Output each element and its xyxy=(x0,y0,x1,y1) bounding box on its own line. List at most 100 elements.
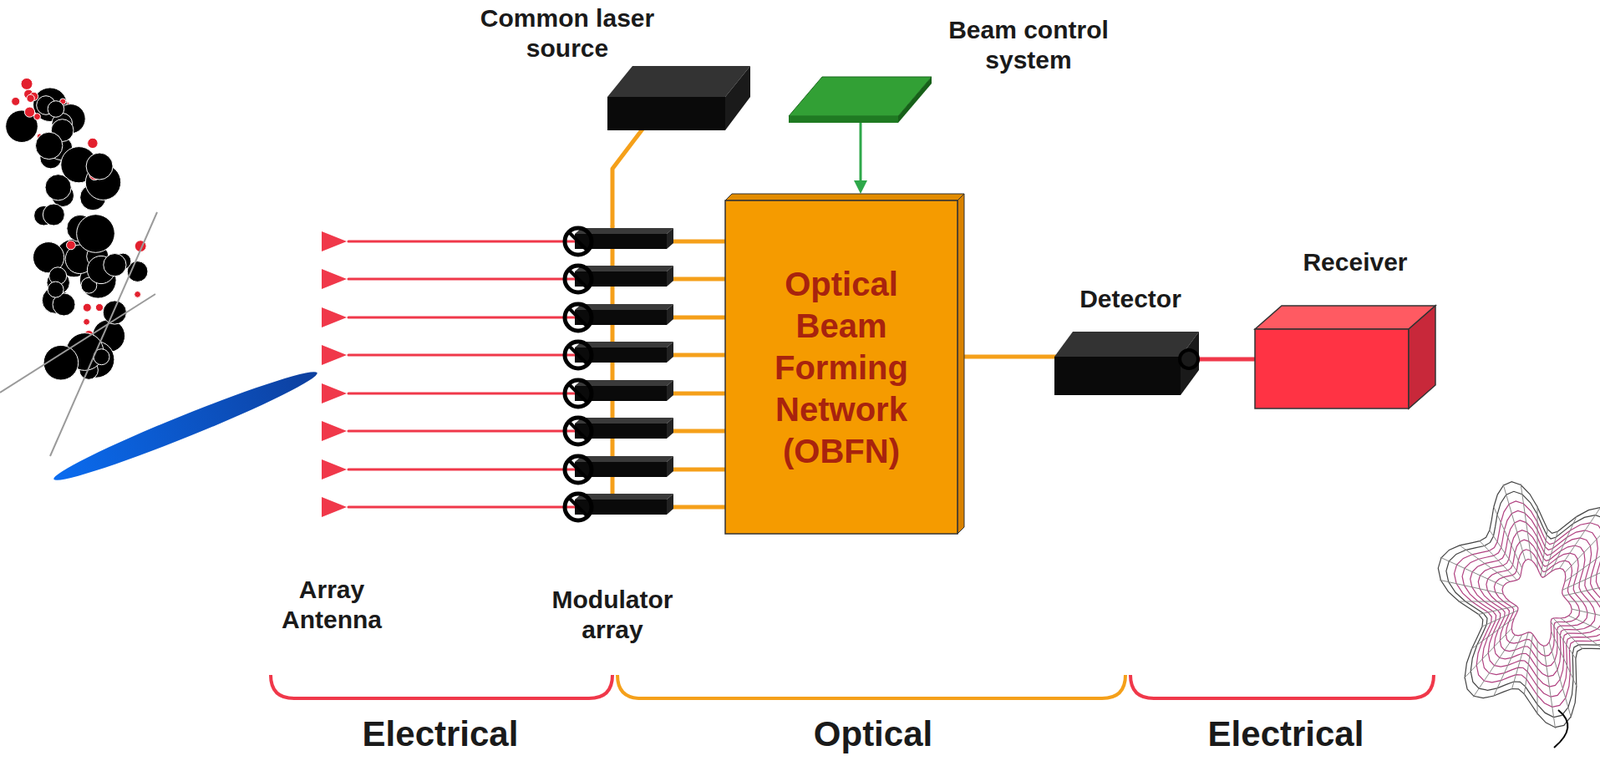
box-title: Optical Beam Forming Network (OBFN) xyxy=(753,263,930,473)
mesh-line xyxy=(1564,544,1600,582)
modulator-array: Modulator array xyxy=(559,225,674,519)
antenna-array: Array Antenna xyxy=(320,230,349,519)
scatter-dot xyxy=(35,132,63,159)
scatter-dot xyxy=(134,291,142,299)
connector xyxy=(348,241,575,508)
scatter-dot xyxy=(24,106,35,117)
mesh-ring xyxy=(1446,491,1600,717)
mesh-line xyxy=(1463,628,1512,679)
scatter-dot xyxy=(83,318,91,326)
mesh-line xyxy=(1569,615,1600,643)
wire xyxy=(673,353,726,358)
obfn-box: Optical Beam Forming Network (OBFN) xyxy=(725,193,965,534)
beam-control-board-shape xyxy=(788,76,932,123)
mesh-line xyxy=(1563,585,1600,597)
ray-line xyxy=(50,212,158,457)
mesh-ring xyxy=(1502,558,1572,646)
mesh-line xyxy=(1473,634,1515,697)
mesh-tail xyxy=(1554,710,1568,748)
bracket xyxy=(617,675,1126,699)
connector xyxy=(853,122,868,194)
wire xyxy=(348,430,575,433)
part-label: Receiver xyxy=(1271,247,1439,278)
mesh-line xyxy=(1551,631,1578,688)
detector: Detector xyxy=(1054,331,1199,396)
bracket xyxy=(1130,675,1434,699)
laser-source-shape xyxy=(607,66,751,131)
mesh-line xyxy=(1562,568,1600,590)
mesh-line xyxy=(1551,516,1578,573)
part-label: Common laser source xyxy=(462,3,672,64)
wire xyxy=(348,468,575,472)
mesh-line xyxy=(1564,518,1600,574)
mesh-line xyxy=(1537,506,1539,569)
scatter-dot xyxy=(42,203,65,226)
antenna-array-shape xyxy=(320,230,349,519)
mesh-line xyxy=(1568,601,1600,603)
wire xyxy=(964,355,1062,360)
scatter-dot xyxy=(66,240,77,250)
wire xyxy=(348,240,575,244)
wire xyxy=(348,392,575,396)
laser-source: Common laser source xyxy=(607,66,751,131)
scatter-dot xyxy=(95,304,103,312)
scatter-cluster xyxy=(5,77,148,381)
wire xyxy=(673,277,726,282)
mesh-line xyxy=(1439,579,1504,595)
mesh-line xyxy=(1458,544,1510,582)
part-label: Modulator array xyxy=(533,584,692,646)
mesh-line xyxy=(1471,618,1515,650)
mesh-line xyxy=(1478,540,1517,581)
scatter-dot xyxy=(45,174,72,201)
scatter-dot xyxy=(76,214,116,254)
mesh-line xyxy=(1571,609,1600,624)
mesh-line xyxy=(1488,529,1521,577)
scatter-dot xyxy=(34,113,41,121)
domain-label: Electrical xyxy=(362,716,519,752)
mesh-line xyxy=(1440,557,1504,586)
connector xyxy=(954,352,1062,361)
modulator-array-shape xyxy=(559,225,674,519)
mesh-line xyxy=(1520,483,1532,561)
part-label: Array Antenna xyxy=(264,574,399,635)
wire xyxy=(1195,357,1255,362)
wire xyxy=(673,315,726,320)
wire xyxy=(859,122,863,184)
mesh-line xyxy=(1478,606,1517,615)
mesh-ring xyxy=(1470,520,1600,687)
wire xyxy=(612,120,650,226)
mesh-line xyxy=(1457,601,1510,603)
domain-label: Optical xyxy=(813,716,933,752)
connector xyxy=(1195,359,1255,361)
connector xyxy=(612,115,655,226)
wire xyxy=(673,429,726,434)
scatter-dot xyxy=(26,94,35,102)
wire xyxy=(348,354,575,357)
scatter-dot xyxy=(103,253,127,277)
radiation-pattern xyxy=(1437,482,1600,748)
mesh-line xyxy=(1493,634,1522,697)
scatter-dot xyxy=(20,77,33,90)
mesh-ring xyxy=(1478,530,1595,677)
mesh-ring xyxy=(1437,482,1600,728)
part-label: Detector xyxy=(1046,284,1214,315)
wire xyxy=(673,239,726,244)
detector-shape xyxy=(1054,331,1199,396)
beam-control-board: Beam control system xyxy=(788,76,932,123)
wire xyxy=(673,505,726,510)
mesh-line xyxy=(1544,645,1556,729)
mesh-line xyxy=(1550,621,1576,660)
arrowhead xyxy=(853,180,868,194)
mesh-line xyxy=(1537,640,1539,715)
scatter-dot xyxy=(82,303,92,312)
mesh-line xyxy=(1511,632,1529,691)
wire xyxy=(673,467,726,473)
part-label: Beam control system xyxy=(932,15,1125,76)
mesh-line xyxy=(1493,506,1522,569)
mesh-line xyxy=(1544,530,1559,577)
antenna-beam xyxy=(50,362,322,489)
wire xyxy=(348,316,575,320)
wire xyxy=(673,391,726,397)
mesh-line xyxy=(1559,507,1600,569)
